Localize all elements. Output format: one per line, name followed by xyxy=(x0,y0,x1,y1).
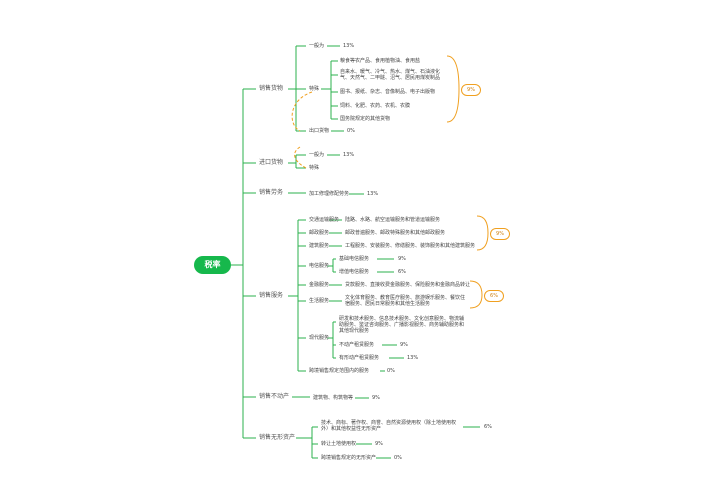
goods-special[interactable]: 特殊 xyxy=(309,86,320,92)
telecom-value[interactable]: 增值电信服务 xyxy=(339,269,370,275)
service-postal[interactable]: 邮政服务 xyxy=(309,230,330,236)
service-group-a-rate-badge: 9% xyxy=(490,228,510,240)
real-estate-rate: 9% xyxy=(372,395,380,401)
service-telecom[interactable]: 电信服务 xyxy=(309,263,330,269)
service-transport-desc: 陆路、水路、航空运输服务和管道运输服务 xyxy=(345,217,441,223)
telecom-basic-rate: 9% xyxy=(398,256,406,262)
goods-special-item-1[interactable]: 粮食等农产品、食用植物油、食用盐 xyxy=(340,58,421,64)
modern-lease-real-estate[interactable]: 不动产租赁服务 xyxy=(339,342,375,348)
goods-general[interactable]: 一般为 xyxy=(309,43,325,49)
connector-real-estate xyxy=(292,396,369,399)
root-node[interactable]: 税率 xyxy=(194,256,231,274)
labor-rate: 13% xyxy=(367,191,379,197)
node-labor-sale[interactable]: 销售劳务 xyxy=(259,189,284,196)
telecom-value-rate: 6% xyxy=(398,269,406,275)
intangible-cross-border[interactable]: 跨境销售规定的无形资产 xyxy=(321,455,377,461)
service-cross-border[interactable]: 跨境销售规定范围内的服务 xyxy=(309,368,370,374)
connector-telecom xyxy=(327,258,394,273)
link-dashed-import xyxy=(294,146,307,169)
goods-general-rate: 13% xyxy=(343,43,355,49)
goods-special-item-5[interactable]: 国务院规定的其他货物 xyxy=(340,116,391,122)
connector-special-items xyxy=(321,60,338,120)
node-service-sale[interactable]: 销售服务 xyxy=(259,292,284,299)
service-cross-border-rate: 0% xyxy=(387,368,395,374)
service-construction-desc: 工程服务、安装服务、修缮服务、装饰服务和其他建筑服务 xyxy=(345,243,476,249)
bracket-service-a xyxy=(476,215,489,251)
service-finance[interactable]: 金融服务 xyxy=(309,282,330,288)
node-goods-sale[interactable]: 销售货物 xyxy=(259,85,284,92)
goods-special-item-4[interactable]: 饲料、化肥、农药、农机、农膜 xyxy=(340,103,411,109)
service-construction[interactable]: 建筑服务 xyxy=(309,243,330,249)
connector-intangible xyxy=(296,426,480,459)
connector-modern xyxy=(327,321,404,359)
connector-group-a xyxy=(329,219,342,247)
goods-special-item-3[interactable]: 图书、报纸、杂志、音像制品、电子出版物 xyxy=(340,89,436,95)
intangible-general[interactable]: 技术、商标、著作权、商誉、自然资源使用权（除土地使用权外）和其他权益性无形资产 xyxy=(321,420,457,432)
import-general-rate: 13% xyxy=(343,152,355,158)
service-finance-desc: 贷款服务、直接收费金融服务、保险服务和金融商品转让 xyxy=(345,282,471,288)
service-group-b-rate-badge: 6% xyxy=(484,290,504,302)
connector-goods-sale xyxy=(288,45,306,132)
service-life-desc: 文化体育服务、教育医疗服务、旅游娱乐服务、餐饮住宿服务、居民日常服务和其他生活服… xyxy=(345,295,466,307)
link-dashed xyxy=(291,91,313,132)
service-postal-desc: 邮政普遍服务、邮政特殊服务和其他邮政服务 xyxy=(345,230,446,236)
node-goods-import[interactable]: 进口货物 xyxy=(259,159,284,166)
connector-labor-sale xyxy=(288,192,364,195)
modern-lease-tangible-rate: 13% xyxy=(407,355,419,361)
modern-lease-real-estate-rate: 9% xyxy=(400,342,408,348)
goods-special-item-2[interactable]: 自来水、暖气、冷气、热水、煤气、石油液化气、天然气、二甲醚、沼气、居民用煤炭制品 xyxy=(340,69,441,81)
real-estate-item[interactable]: 建筑物、构筑物等 xyxy=(313,395,354,401)
intangible-cross-border-rate: 0% xyxy=(394,455,402,461)
goods-export[interactable]: 出口货物 xyxy=(309,128,330,134)
intangible-land[interactable]: 转让土地使用权 xyxy=(321,441,357,447)
modern-general[interactable]: 研发和技术服务、信息技术服务、文化创意服务、物流辅助服务、鉴证咨询服务、广播影视… xyxy=(339,316,465,334)
connector-root xyxy=(231,88,256,439)
goods-special-rate-badge: 9% xyxy=(461,84,481,96)
bracket-service-b xyxy=(469,280,483,309)
intangible-general-rate: 6% xyxy=(484,424,492,430)
connector-service-sale xyxy=(288,219,306,372)
connector-group-b xyxy=(329,284,342,302)
connector-goods-import xyxy=(288,154,340,169)
intangible-land-rate: 9% xyxy=(375,441,383,447)
modern-lease-tangible[interactable]: 有形动产租赁服务 xyxy=(339,355,380,361)
service-life[interactable]: 生活服务 xyxy=(309,298,330,304)
service-modern[interactable]: 现代服务 xyxy=(309,335,330,341)
import-special[interactable]: 特殊 xyxy=(309,165,320,171)
import-general[interactable]: 一般为 xyxy=(309,152,325,158)
telecom-basic[interactable]: 基础电信服务 xyxy=(339,256,370,262)
bracket-goods-special xyxy=(446,55,460,123)
node-intangible[interactable]: 销售无形资产 xyxy=(259,434,296,441)
node-real-estate[interactable]: 销售不动产 xyxy=(259,393,290,400)
goods-export-rate: 0% xyxy=(347,128,355,134)
service-transport[interactable]: 交通运输服务 xyxy=(309,217,340,223)
labor-item[interactable]: 加工修理修配劳务 xyxy=(309,191,350,197)
